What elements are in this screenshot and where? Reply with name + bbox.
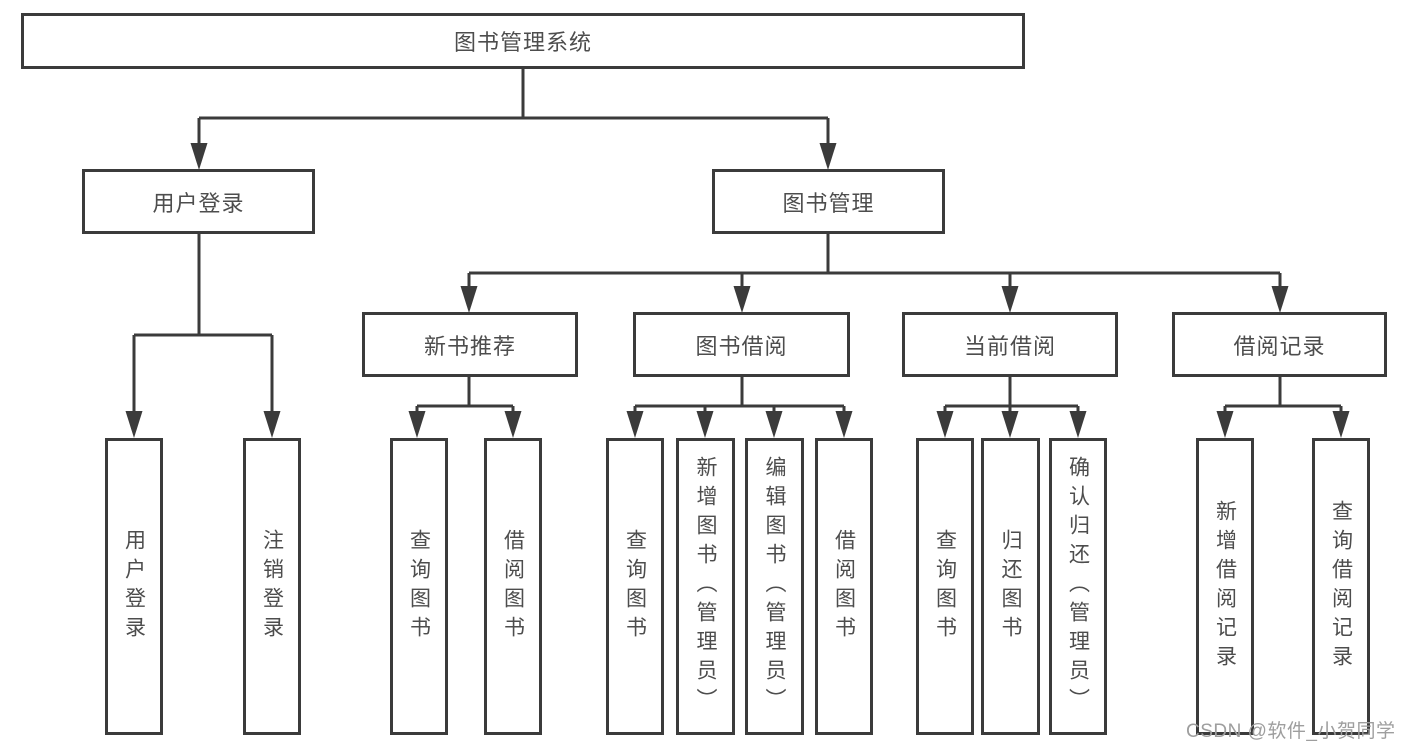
leaf-add-borrow-record: 新增借阅记录: [1196, 438, 1254, 735]
node-book-borrow: 图书借阅: [633, 312, 850, 377]
edge-user-login-children: [125, 234, 281, 438]
node-user-login: 用户登录: [82, 169, 315, 234]
node-root-system: 图书管理系统: [21, 13, 1025, 69]
node-borrow-records-label: 借阅记录: [1233, 333, 1326, 359]
edge-root-to-level1: [190, 69, 837, 170]
edge-new-book-recommend-children: [408, 377, 522, 438]
node-current-borrow-label: 当前借阅: [963, 333, 1056, 359]
node-root-system-label: 图书管理系统: [453, 30, 592, 55]
leaf-confirm-return-admin: 确认归还（管理员）: [1049, 438, 1107, 735]
leaf-borrow-books-label: 借阅图书: [832, 528, 856, 645]
leaf-add-book-admin: 新增图书（管理员）: [676, 438, 735, 735]
leaf-logout-label: 注销登录: [260, 528, 284, 645]
node-book-borrow-label: 图书借阅: [695, 333, 788, 359]
leaf-return-books: 归还图书: [981, 438, 1040, 735]
node-borrow-records: 借阅记录: [1172, 312, 1387, 377]
leaf-query-books-recommend-label: 查询图书: [407, 528, 431, 645]
edge-current-borrow-children: [936, 377, 1087, 438]
leaf-borrow-books-recommend-label: 借阅图书: [501, 528, 525, 645]
leaf-edit-book-admin-label: 编辑图书（管理员）: [763, 456, 786, 717]
leaf-query-borrow-record: 查询借阅记录: [1312, 438, 1370, 735]
leaf-borrow-books: 借阅图书: [815, 438, 873, 735]
leaf-add-book-admin-label: 新增图书（管理员）: [694, 456, 717, 717]
node-book-management: 图书管理: [712, 169, 945, 234]
leaf-user-login-label: 用户登录: [122, 528, 146, 645]
node-new-book-recommend-label: 新书推荐: [423, 333, 516, 359]
leaf-query-books-current-label: 查询图书: [933, 528, 957, 645]
node-user-login-label: 用户登录: [152, 190, 245, 216]
leaf-return-books-label: 归还图书: [999, 528, 1022, 645]
leaf-add-borrow-record-label: 新增借阅记录: [1213, 499, 1237, 674]
node-book-management-label: 图书管理: [782, 190, 875, 216]
leaf-logout: 注销登录: [243, 438, 301, 735]
leaf-borrow-books-recommend: 借阅图书: [484, 438, 542, 735]
leaf-user-login: 用户登录: [105, 438, 163, 735]
node-current-borrow: 当前借阅: [902, 312, 1118, 377]
node-new-book-recommend: 新书推荐: [362, 312, 578, 377]
edge-book-management-children: [460, 234, 1289, 313]
leaf-query-books-borrow: 查询图书: [606, 438, 664, 735]
leaf-query-books-borrow-label: 查询图书: [623, 528, 647, 645]
edge-borrow-records-children: [1216, 377, 1350, 438]
leaf-edit-book-admin: 编辑图书（管理员）: [745, 438, 804, 735]
leaf-query-borrow-record-label: 查询借阅记录: [1329, 499, 1353, 674]
leaf-query-books-recommend: 查询图书: [390, 438, 448, 735]
leaf-query-books-current: 查询图书: [916, 438, 974, 735]
leaf-confirm-return-admin-label: 确认归还（管理员）: [1066, 456, 1090, 717]
edge-book-borrow-children: [626, 377, 853, 438]
csdn-watermark: CSDN @软件_小贺同学: [1186, 721, 1396, 742]
